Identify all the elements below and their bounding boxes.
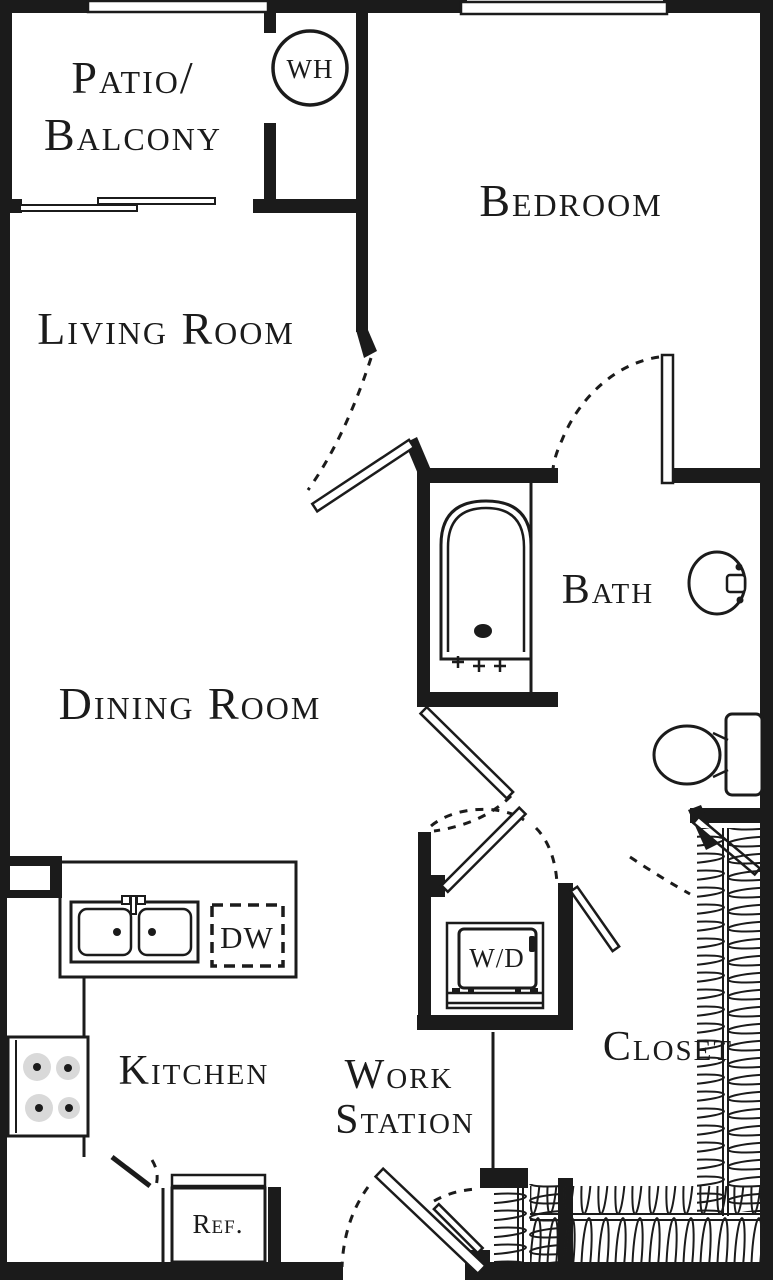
room-label-living: Living Room [37,303,295,354]
kitchen-counter [58,860,298,979]
kitchen-faucet [121,895,146,915]
hall-door-leaf-2 [439,805,528,894]
washer-dryer: W/D [445,921,545,1010]
room-label-kitchen: Kitchen [119,1048,270,1094]
room-label-bath: Bath [562,567,654,613]
water-heater-label: WH [287,54,334,84]
room-label-work-1: Work [345,1052,454,1098]
bedroom-door-leaf [660,353,675,485]
patio-window [86,0,270,14]
room-label-patio-1: Patio/ [71,52,194,103]
refrigerator: Ref. [170,1173,267,1264]
hanger-rod-small [494,1184,560,1270]
hanger-rod-bottom [530,1186,763,1262]
closet-door-leaf [568,884,621,953]
washer-dryer-label: W/D [469,943,524,973]
bath-sink [687,550,747,616]
refrigerator-label: Ref. [193,1209,244,1239]
dishwasher-label: DW [220,920,274,955]
toilet [652,712,764,797]
room-labels: Patio/ Balcony Bedroom Living Room Dinin… [37,52,733,1143]
room-label-closet: Closet [603,1024,733,1070]
sliding-door [19,197,216,212]
room-label-dining: Dining Room [59,678,322,729]
bath-door-leaf [418,705,515,801]
entry-door-leaf [373,1166,488,1276]
dishwasher: DW [210,903,285,968]
kitchen-sink [69,895,200,964]
bathtub [439,499,533,672]
tub-faucet-marks [452,656,506,672]
windows [19,0,669,212]
hall-door-leaf [310,438,416,514]
hanger-rod-right [697,828,763,1212]
room-label-patio-2: Balcony [44,109,222,160]
room-label-work-2: Station [335,1097,475,1143]
small-closet-door-leaf [432,1202,485,1255]
water-heater: WH [271,29,349,107]
stove [6,1035,90,1138]
bedroom-window [459,0,669,16]
kitchen-door-mark [110,1155,152,1188]
closet-hanger-rods [494,828,763,1270]
room-label-bedroom: Bedroom [479,175,662,226]
